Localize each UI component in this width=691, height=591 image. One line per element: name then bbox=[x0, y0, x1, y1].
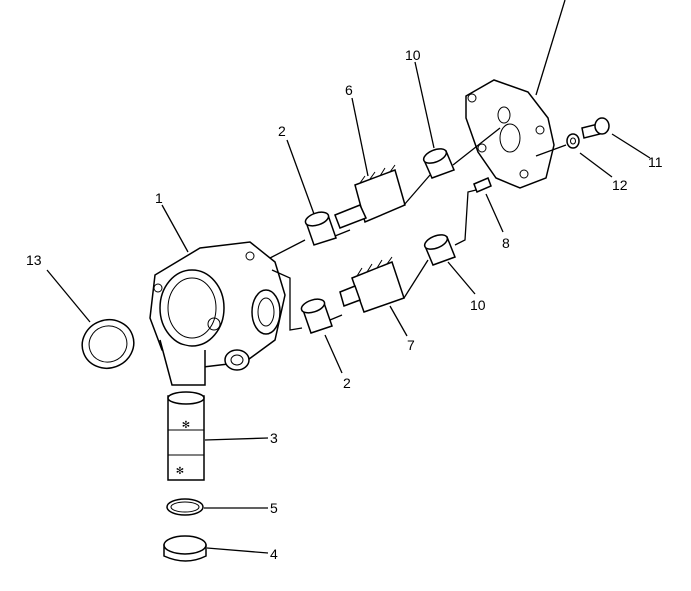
label-10-upper: 10 bbox=[405, 47, 421, 63]
leader-lines bbox=[46, 0, 651, 554]
driven-gear bbox=[339, 256, 405, 313]
label-12: 12 bbox=[612, 177, 628, 193]
label-3: 3 bbox=[270, 430, 278, 446]
cover-plate bbox=[465, 79, 555, 189]
assembly-lines bbox=[269, 127, 567, 331]
pump-housing bbox=[149, 241, 286, 386]
drive-gear bbox=[334, 164, 406, 229]
plug bbox=[163, 535, 207, 562]
label-10-lower: 10 bbox=[470, 297, 486, 313]
o-ring bbox=[166, 498, 204, 516]
washer bbox=[566, 133, 580, 149]
svg-text:✻: ✻ bbox=[176, 466, 184, 477]
label-1: 1 bbox=[155, 190, 163, 206]
label-13: 13 bbox=[26, 252, 42, 268]
bushing-10-upper bbox=[422, 148, 455, 179]
bushing-upper bbox=[304, 211, 337, 246]
label-5: 5 bbox=[270, 500, 278, 516]
label-8: 8 bbox=[502, 235, 510, 251]
seal-ring bbox=[81, 319, 135, 369]
label-2-upper: 2 bbox=[278, 123, 286, 139]
part-labels: 1 2 2 3 4 5 6 7 8 10 10 11 12 13 bbox=[26, 47, 663, 562]
label-6: 6 bbox=[345, 82, 353, 98]
bushing-10-lower bbox=[423, 234, 456, 266]
bolt bbox=[581, 117, 610, 139]
label-7: 7 bbox=[407, 337, 415, 353]
label-4: 4 bbox=[270, 546, 278, 562]
strainer: ✻ ✻ bbox=[167, 391, 205, 481]
svg-text:✻: ✻ bbox=[182, 420, 190, 431]
bushing-lower bbox=[300, 298, 333, 334]
label-2-lower: 2 bbox=[343, 375, 351, 391]
label-11: 11 bbox=[648, 154, 663, 170]
dowel-pin bbox=[473, 177, 492, 193]
